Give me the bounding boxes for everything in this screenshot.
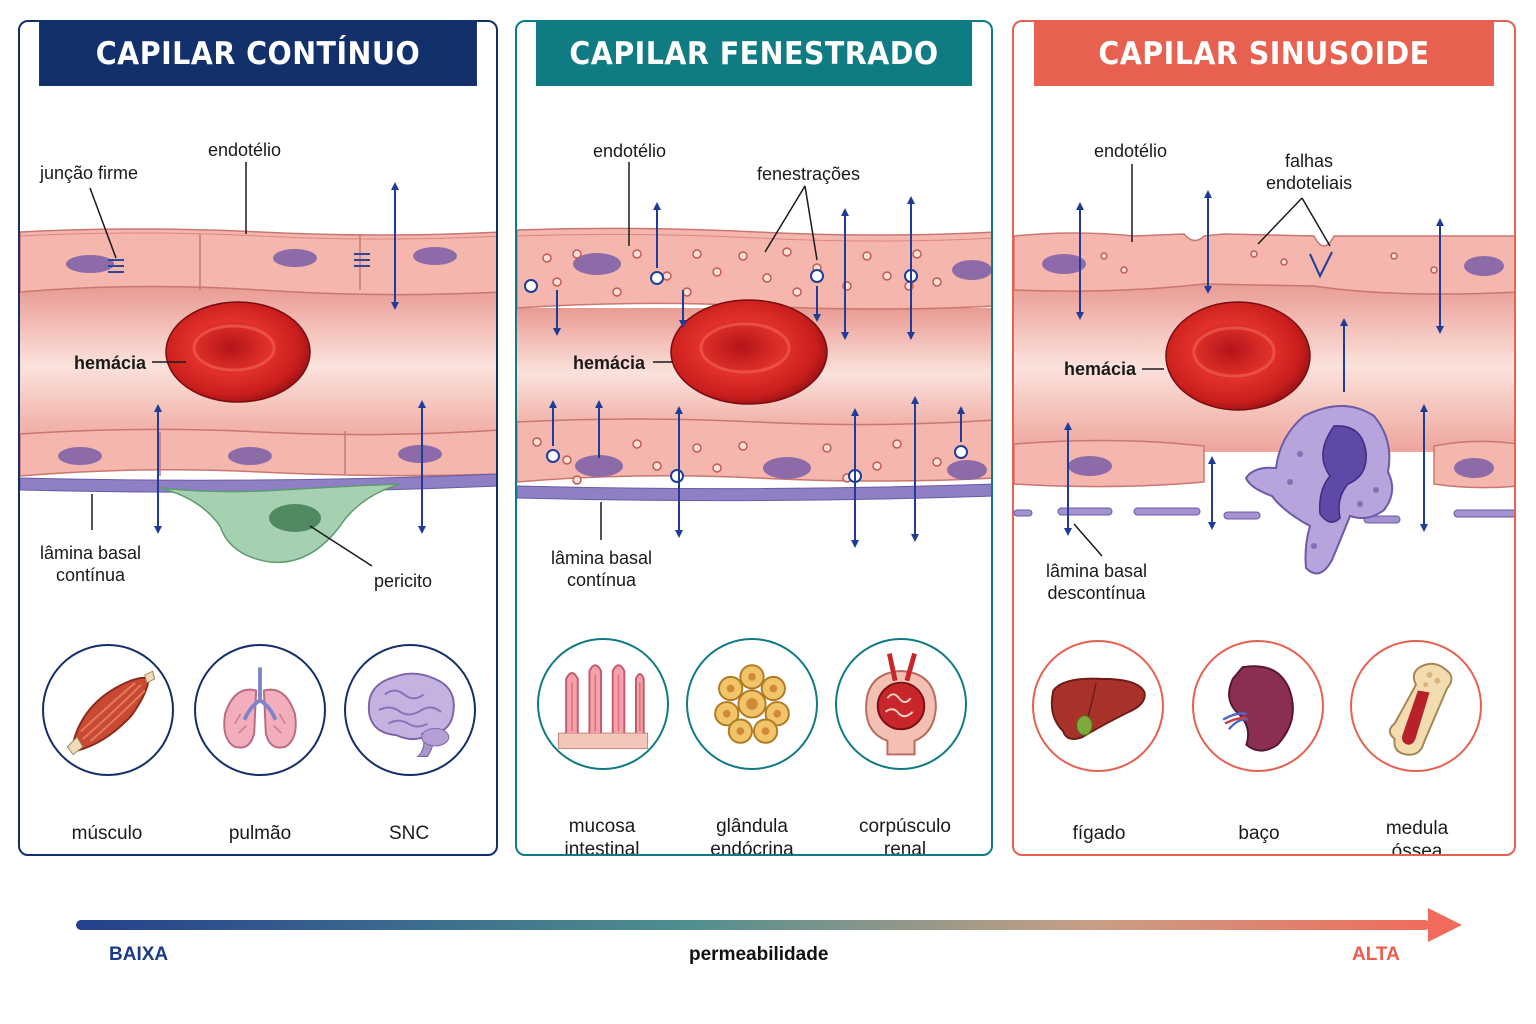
scale-title: permeabilidade [689, 944, 829, 965]
intestinal-villi-icon [557, 664, 649, 750]
red-blood-cell [165, 301, 311, 403]
organ-liver [1032, 640, 1164, 772]
organ-lung [194, 644, 326, 776]
organ-label-spleen: baço [1238, 823, 1280, 844]
endothelium-top [20, 228, 496, 296]
organ-muscle [42, 644, 174, 776]
label-red-blood-cell: hemácia [1064, 359, 1137, 379]
organ-label-muscle: músculo [71, 823, 143, 844]
fenestrated-capillary-diagram [517, 162, 991, 548]
label-red-blood-cell: hemácia [74, 353, 147, 373]
transport-arrows [1064, 190, 1444, 536]
basal-lamina [517, 483, 991, 502]
muscle-icon [66, 670, 156, 756]
transport-arrows [154, 182, 426, 534]
permeability-scale-arrow [76, 908, 1462, 942]
lung-icon [223, 667, 297, 749]
nucleus [66, 255, 114, 273]
transport-arrows [549, 196, 965, 548]
scale-high-label: ALTA [1352, 944, 1400, 965]
organ-label-renal-corpuscle: corpúsculo renal [859, 816, 951, 856]
liver-icon [1050, 677, 1146, 740]
organ-label-lung: pulmão [228, 823, 292, 844]
sinusoid-capillary-diagram [1014, 164, 1514, 575]
label-endothelial-gaps: falhas endoteliais [1266, 151, 1353, 193]
brain-icon [367, 672, 455, 758]
spleen-icon [1222, 665, 1294, 752]
tight-junction [108, 253, 370, 273]
organ-label-brain: SNC [388, 823, 430, 844]
label-endothelium: endotélio [1094, 141, 1168, 161]
renal-corpuscle-icon [865, 652, 937, 756]
label-pericyte: pericito [374, 571, 433, 591]
basal-lamina [20, 473, 496, 493]
organ-label-endocrine-gland: glândula endócrina [710, 816, 794, 856]
label-basal-lamina: lâmina basal contínua [40, 543, 142, 585]
organ-intestinal-mucosa [537, 638, 669, 770]
red-blood-cell [670, 299, 828, 405]
discontinuous-basal-lamina [1014, 507, 1514, 524]
scale-low-label: BAIXA [109, 944, 169, 965]
panel-title: CAPILAR CONTÍNUO [39, 22, 477, 86]
organ-label-intestinal-mucosa: mucosa intestinal [564, 816, 640, 856]
panel-sinusoid-capillary: CAPILAR SINUSOIDE [1012, 20, 1516, 856]
organ-bone-marrow [1350, 640, 1482, 772]
endothelium-top [517, 227, 991, 310]
panel-continuous-capillary: CAPILAR CONTÍNUO [18, 20, 498, 856]
label-endothelium: endotélio [593, 141, 667, 161]
label-basal-lamina: lâmina basal contínua [551, 548, 653, 590]
endothelium-top [1014, 232, 1514, 295]
organ-brain [344, 644, 476, 776]
organ-label-bone-marrow: medula óssea [1385, 818, 1449, 856]
bone-marrow-icon [1388, 662, 1453, 756]
continuous-capillary-diagram [20, 162, 496, 567]
label-basal-lamina: lâmina basal descontínua [1046, 561, 1148, 603]
endothelial-gaps [1309, 251, 1333, 279]
red-blood-cell [1165, 301, 1311, 411]
label-fenestrations: fenestrações [757, 164, 861, 184]
endocrine-gland-icon [714, 664, 790, 744]
panel-title: CAPILAR SINUSOIDE [1034, 22, 1494, 86]
label-endothelium: endotélio [208, 140, 282, 160]
organ-renal-corpuscle [835, 638, 967, 770]
panel-title: CAPILAR FENESTRADO [535, 22, 973, 86]
organ-endocrine-gland [686, 638, 818, 770]
label-tight-junction: junção firme [40, 163, 139, 183]
organ-label-liver: fígado [1072, 823, 1126, 844]
organ-spleen [1192, 640, 1324, 772]
panel-fenestrated-capillary: CAPILAR FENESTRADO [515, 20, 993, 856]
label-red-blood-cell: hemácia [573, 353, 646, 373]
